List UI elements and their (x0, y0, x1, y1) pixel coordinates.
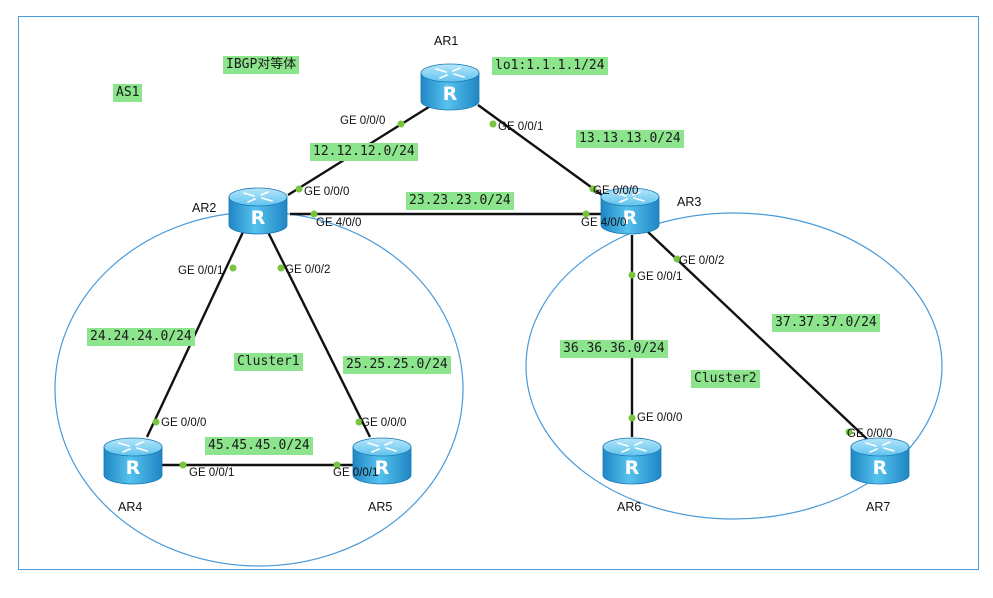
port-label-ar4-ge000: GE 0/0/0 (161, 417, 207, 429)
port-dot (673, 255, 681, 263)
router-icon-ar5[interactable]: R (352, 437, 412, 485)
router-name-ar7: AR7 (866, 500, 891, 514)
subnet-label-ar1-ar2: 12.12.12.0/24 (310, 143, 418, 161)
port-label-ar2-ge000: GE 0/0/0 (304, 186, 350, 198)
port-dots (152, 120, 853, 469)
ibgp-peer-label: IBGP对等体 (223, 56, 300, 74)
router-icon-ar1[interactable]: R (420, 63, 480, 111)
port-dot (582, 210, 590, 218)
subnet-label-ar1-ar3: 13.13.13.0/24 (576, 130, 684, 148)
port-dot (179, 461, 187, 469)
port-label-ar3-ge002: GE 0/0/2 (679, 255, 725, 267)
port-label-ar7-ge000: GE 0/0/0 (847, 428, 893, 440)
routers: R R R R R R R (103, 63, 910, 485)
cluster1-ring (54, 211, 464, 567)
link-ar2-ar5 (266, 231, 372, 438)
port-dot (397, 120, 405, 128)
port-dot (333, 461, 341, 469)
subnet-label-ar2-ar5: 25.25.25.0/24 (343, 356, 451, 374)
port-label-ar2-ge400: GE 4/0/0 (316, 217, 362, 229)
link-ar2-ar4 (145, 231, 245, 438)
port-dot (628, 414, 636, 422)
router-name-ar6: AR6 (617, 500, 642, 514)
router-name-ar3: AR3 (677, 195, 702, 209)
router-icon-ar4[interactable]: R (103, 437, 163, 485)
port-dot (489, 120, 497, 128)
router-name-ar1: AR1 (434, 34, 459, 48)
port-label-ar1-ge000: GE 0/0/0 (340, 115, 386, 127)
port-dot (355, 418, 363, 426)
router-glyph: R (623, 207, 638, 229)
router-icon-ar2[interactable]: R (228, 187, 288, 235)
port-dot (229, 264, 237, 272)
port-dot (277, 264, 285, 272)
subnet-label-ar4-ar5: 45.45.45.0/24 (205, 437, 313, 455)
port-label-ar3-ge400: GE 4/0/0 (581, 217, 627, 229)
router-glyph: R (443, 83, 458, 105)
port-dot (152, 418, 160, 426)
port-dot (845, 428, 853, 436)
router-glyph: R (126, 457, 141, 479)
router-name-ar5: AR5 (368, 500, 393, 514)
cluster1-label: Cluster1 (234, 353, 303, 371)
as-label: AS1 (113, 84, 143, 102)
router-glyph: R (873, 457, 888, 479)
port-label-ar3-ge000: GE 0/0/0 (593, 185, 639, 197)
router-icon-ar3[interactable]: R (600, 187, 660, 235)
cluster2-ring (525, 212, 943, 520)
subnet-label-ar3-ar7: 37.37.37.0/24 (772, 314, 880, 332)
router-name-ar4: AR4 (118, 500, 143, 514)
subnet-label-ar3-ar6: 36.36.36.0/24 (560, 340, 668, 358)
diagram-frame (18, 16, 979, 570)
link-ar1-ar3 (477, 104, 603, 196)
router-glyph: R (375, 457, 390, 479)
port-label-ar5-ge000: GE 0/0/0 (361, 417, 407, 429)
port-label-ar1-ge001: GE 0/0/1 (498, 121, 544, 133)
port-label-ar4-ge001: GE 0/0/1 (189, 467, 235, 479)
port-dot (628, 271, 636, 279)
subnet-label-ar2-ar3: 23.23.23.0/24 (406, 192, 514, 210)
loopback-label: lo1:1.1.1.1/24 (492, 57, 608, 75)
cluster2-label: Cluster2 (691, 370, 760, 388)
port-label-ar2-ge002: GE 0/0/2 (285, 264, 331, 276)
router-icon-ar7[interactable]: R (850, 437, 910, 485)
link-ar3-ar7 (647, 231, 869, 441)
port-dot (589, 185, 597, 193)
port-label-ar3-ge001: GE 0/0/1 (637, 271, 683, 283)
router-name-ar2: AR2 (192, 201, 217, 215)
port-dot (295, 185, 303, 193)
port-label-ar5-ge001: GE 0/0/1 (333, 467, 379, 479)
port-dot (310, 210, 318, 218)
subnet-label-ar2-ar4: 24.24.24.0/24 (87, 328, 195, 346)
router-glyph: R (251, 207, 266, 229)
port-label-ar6-ge000: GE 0/0/0 (637, 412, 683, 424)
port-label-ar2-ge001: GE 0/0/1 (178, 265, 224, 277)
router-icon-ar6[interactable]: R (602, 437, 662, 485)
router-glyph: R (625, 457, 640, 479)
